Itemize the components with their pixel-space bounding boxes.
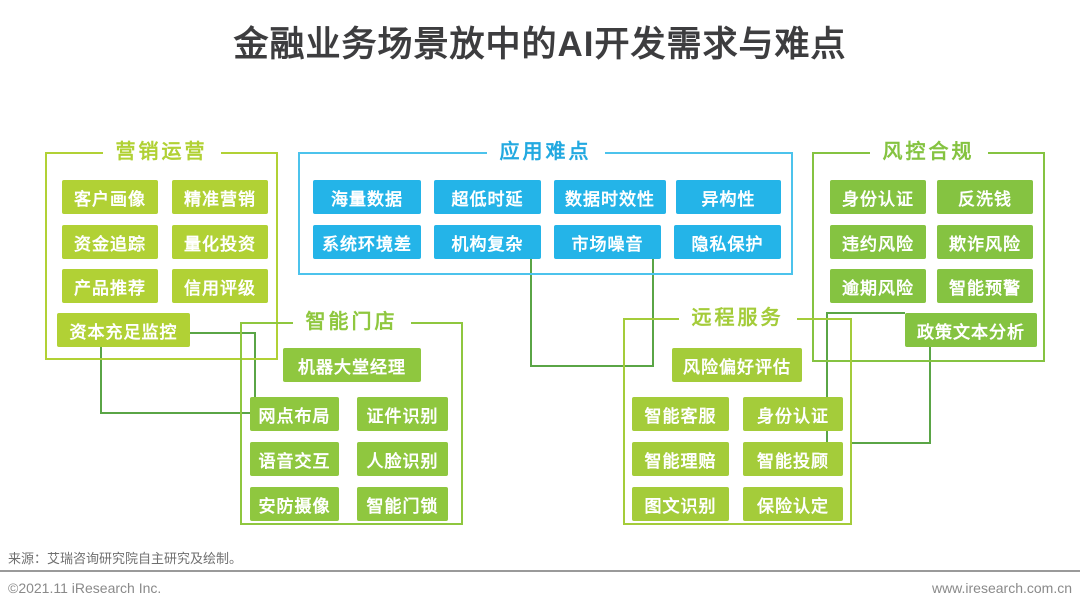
page-title: 金融业务场景放中的AI开发需求与难点	[233, 25, 847, 64]
store-group: 智能门店	[240, 309, 463, 525]
difficulty-item: 市场噪音	[554, 225, 661, 259]
risk-item: 身份认证	[830, 180, 926, 214]
remote-item: 智能投顾	[743, 442, 843, 476]
connector-difficulty-u	[530, 259, 654, 367]
store-item: 安防摄像	[250, 487, 339, 521]
difficulty-item: 机构复杂	[434, 225, 541, 259]
connector-policy-bottom	[852, 347, 931, 444]
remote-item: 智能理赔	[632, 442, 729, 476]
store-item: 证件识别	[357, 397, 448, 431]
remote-item: 身份认证	[743, 397, 843, 431]
store-item: 语音交互	[250, 442, 339, 476]
difficulties-group-title: 应用难点	[486, 139, 605, 165]
website-text: www.iresearch.com.cn	[931, 580, 1072, 596]
store-item: 智能门锁	[357, 487, 448, 521]
store-group-title: 智能门店	[292, 309, 411, 335]
marketing-item: 产品推荐	[62, 269, 158, 303]
risk-item: 欺诈风险	[937, 225, 1033, 259]
marketing-group: 营销运营	[45, 139, 278, 360]
remote-item: 智能客服	[632, 397, 729, 431]
remote-item: 保险认定	[743, 487, 843, 521]
risk-item: 逾期风险	[830, 269, 926, 303]
marketing-item: 信用评级	[172, 269, 268, 303]
marketing-item: 量化投资	[172, 225, 268, 259]
connector-capital-to-branch	[190, 332, 256, 397]
copyright-text: ©2021.11 iResearch Inc.	[8, 580, 162, 596]
difficulty-item: 异构性	[676, 180, 781, 214]
marketing-item: 精准营销	[172, 180, 268, 214]
store-item: 人脸识别	[357, 442, 448, 476]
marketing-group-title: 营销运营	[102, 139, 221, 165]
connector-capital-to-branch-2	[100, 347, 250, 414]
risk-group-title: 风控合规	[869, 139, 988, 165]
source-note: 来源：艾瑞咨询研究院自主研究及绘制。	[8, 551, 243, 566]
risk-group: 风控合规	[812, 139, 1045, 362]
store-item: 网点布局	[250, 397, 339, 431]
remote-group: 远程服务	[623, 305, 852, 525]
marketing-item-wide: 资本充足监控	[57, 313, 190, 347]
remote-item: 图文识别	[632, 487, 729, 521]
marketing-item: 客户画像	[62, 180, 158, 214]
difficulty-item: 数据时效性	[554, 180, 666, 214]
risk-item: 违约风险	[830, 225, 926, 259]
risk-item: 智能预警	[937, 269, 1033, 303]
remote-item-wide: 风险偏好评估	[672, 348, 802, 382]
difficulty-item: 隐私保护	[674, 225, 781, 259]
risk-item-wide: 政策文本分析	[905, 313, 1037, 347]
remote-group-title: 远程服务	[678, 305, 797, 331]
marketing-item: 资金追踪	[62, 225, 158, 259]
risk-item: 反洗钱	[937, 180, 1033, 214]
footer-divider	[0, 570, 1080, 572]
difficulty-item: 海量数据	[313, 180, 421, 214]
store-item-wide: 机器大堂经理	[283, 348, 421, 382]
difficulty-item: 系统环境差	[313, 225, 421, 259]
difficulties-group: 应用难点	[298, 139, 793, 275]
difficulty-item: 超低时延	[434, 180, 541, 214]
